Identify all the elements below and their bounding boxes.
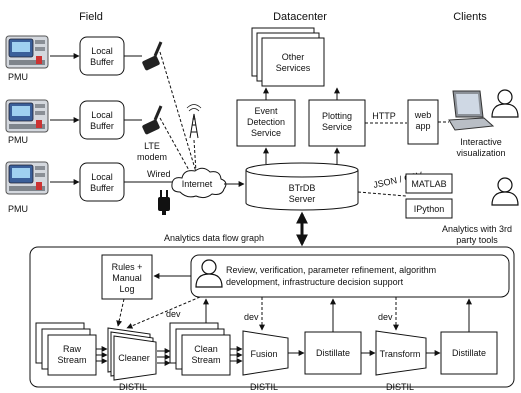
distillate-box-1: Distillate: [304, 331, 362, 375]
review-line2: development, infrastructure decision sup…: [226, 277, 404, 287]
header-datacenter: Datacenter: [273, 11, 327, 23]
webapp-line2: app: [415, 121, 430, 131]
clean-line1: Clean: [194, 344, 218, 354]
event-line2: Detection: [247, 117, 285, 127]
dash-modem1-internet: [159, 51, 197, 173]
clean-line2: Stream: [191, 355, 220, 365]
dash-modem2-internet: [159, 117, 191, 173]
user-icon-visualization: [491, 89, 519, 118]
analytics-clients-line1: Analytics with 3rd: [442, 224, 512, 234]
interactive-line1: Interactive: [460, 137, 502, 147]
webapp-box: web app: [407, 99, 439, 145]
fusion-block: Fusion: [242, 330, 289, 376]
wired-label: Wired: [147, 169, 171, 179]
internet-label: Internet: [182, 179, 213, 189]
pmu-label-2: PMU: [8, 135, 28, 145]
interactive-line2: visualization: [456, 148, 505, 158]
transform-label: Transform: [380, 349, 421, 359]
dev-label-1: dev: [166, 309, 181, 319]
raw-line2: Stream: [57, 355, 86, 365]
cell-tower-icon: [186, 104, 202, 139]
internet-cloud: Internet: [171, 167, 227, 199]
local-buffer-2: Local Buffer: [79, 100, 125, 140]
local-buffer-2-line2: Buffer: [90, 121, 114, 131]
cleaner-stack: Cleaner: [107, 327, 157, 381]
lte-modem-2-icon: [140, 104, 163, 137]
distil-label-1: DISTIL: [119, 382, 147, 392]
other-services-line1: Other: [282, 52, 305, 62]
user-icon-analytics: [491, 177, 519, 206]
webapp-line1: web: [414, 110, 432, 120]
pmu-device-2: PMU: [5, 99, 49, 145]
other-services-stack: Other Services: [251, 27, 325, 87]
pmu-device-1: PMU: [5, 35, 49, 82]
header-field: Field: [79, 11, 103, 23]
matlab-box: MATLAB: [405, 173, 453, 194]
analytics-flow-title: Analytics data flow graph: [164, 233, 264, 243]
event-line3: Service: [251, 128, 281, 138]
distillate-box-2: Distillate: [440, 331, 498, 375]
plotting-line2: Service: [322, 122, 352, 132]
raw-stream-stack: Raw Stream: [35, 322, 97, 376]
local-buffer-1: Local Buffer: [79, 36, 125, 76]
transform-block: Transform: [375, 330, 427, 376]
review-line1: Review, verification, parameter refineme…: [226, 265, 436, 275]
dash-tower-internet: [193, 139, 197, 173]
distillate-1-label: Distillate: [316, 348, 350, 358]
local-buffer-2-line1: Local: [91, 110, 113, 120]
pmu-device-3: PMU: [5, 161, 49, 214]
rules-line3: Log: [119, 284, 134, 294]
distillate-2-label: Distillate: [452, 348, 486, 358]
plotting-line1: Plotting: [322, 111, 352, 121]
dash-review-cleaner: [126, 296, 201, 329]
other-services-line2: Services: [276, 63, 311, 73]
event-detection-service: Event Detection Service: [236, 99, 296, 147]
http-label: HTTP: [372, 111, 396, 121]
rules-line2: Manual: [112, 273, 142, 283]
pmu-label-3: PMU: [8, 204, 28, 214]
dash-btrdb-clients: [357, 191, 407, 197]
lte-modem-1-icon: [140, 40, 163, 73]
btrdb-line1: BTrDB: [289, 183, 316, 193]
plotting-service: Plotting Service: [308, 99, 366, 147]
distil-label-3: DISTIL: [386, 382, 414, 392]
fusion-label: Fusion: [250, 349, 277, 359]
review-box: Review, verification, parameter refineme…: [190, 254, 510, 298]
ipython-box: IPython: [405, 198, 453, 219]
local-buffer-3-line1: Local: [91, 172, 113, 182]
local-buffer-3-line2: Buffer: [90, 183, 114, 193]
clean-stream-stack: Clean Stream: [169, 322, 231, 376]
rules-manual-log: Rules + Manual Log: [101, 254, 153, 300]
event-line1: Event: [254, 106, 278, 116]
matlab-label: MATLAB: [411, 179, 446, 189]
raw-line1: Raw: [63, 344, 82, 354]
dev-label-3: dev: [378, 312, 393, 322]
analytics-clients-line2: party tools: [456, 235, 498, 245]
header-clients: Clients: [453, 11, 487, 23]
rules-line1: Rules +: [112, 262, 143, 272]
btrdb-server: BTrDB Server: [245, 162, 359, 211]
laptop-icon: [448, 90, 495, 131]
distil-label-2: DISTIL: [250, 382, 278, 392]
local-buffer-3: Local Buffer: [79, 162, 125, 202]
pmu-label-1: PMU: [8, 72, 28, 82]
lte-label-line2: modem: [137, 152, 167, 162]
dev-label-2: dev: [244, 312, 259, 322]
btrdb-line2: Server: [289, 194, 316, 204]
local-buffer-1-line2: Buffer: [90, 57, 114, 67]
wired-plug-icon: [158, 190, 170, 215]
local-buffer-1-line1: Local: [91, 46, 113, 56]
ipython-label: IPython: [414, 204, 445, 214]
cleaner-label: Cleaner: [118, 353, 150, 363]
lte-label-line1: LTE: [144, 141, 160, 151]
